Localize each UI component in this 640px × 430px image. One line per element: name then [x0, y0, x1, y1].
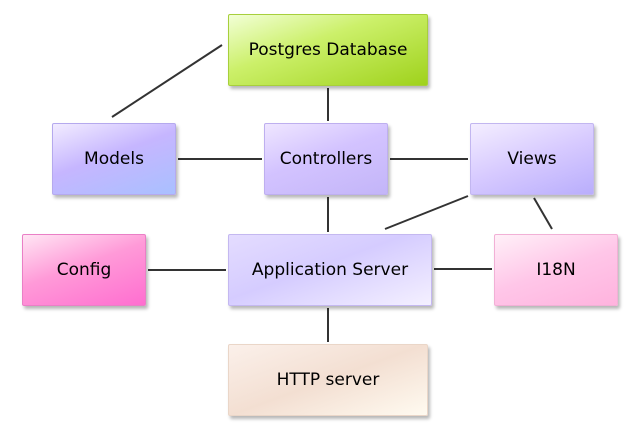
controllers-node: Controllers [264, 123, 388, 195]
views-label: Views [507, 149, 557, 169]
postgres-database-label: Postgres Database [248, 40, 408, 60]
config-node: Config [22, 234, 146, 306]
application-server-label: Application Server [251, 260, 409, 280]
models-label: Models [84, 149, 144, 169]
application-server-node: Application Server [228, 234, 432, 306]
edge-views-appserver [384, 195, 469, 230]
http-server-node: HTTP server [228, 344, 428, 416]
edge-views-i18n [533, 197, 553, 230]
edge-models-postgres [111, 44, 223, 118]
controllers-label: Controllers [279, 149, 373, 169]
i18n-label: I18N [536, 260, 576, 280]
models-node: Models [52, 123, 176, 195]
views-node: Views [470, 123, 594, 195]
config-label: Config [56, 260, 112, 280]
http-server-label: HTTP server [276, 370, 380, 390]
i18n-node: I18N [494, 234, 618, 306]
postgres-database-node: Postgres Database [228, 14, 428, 86]
